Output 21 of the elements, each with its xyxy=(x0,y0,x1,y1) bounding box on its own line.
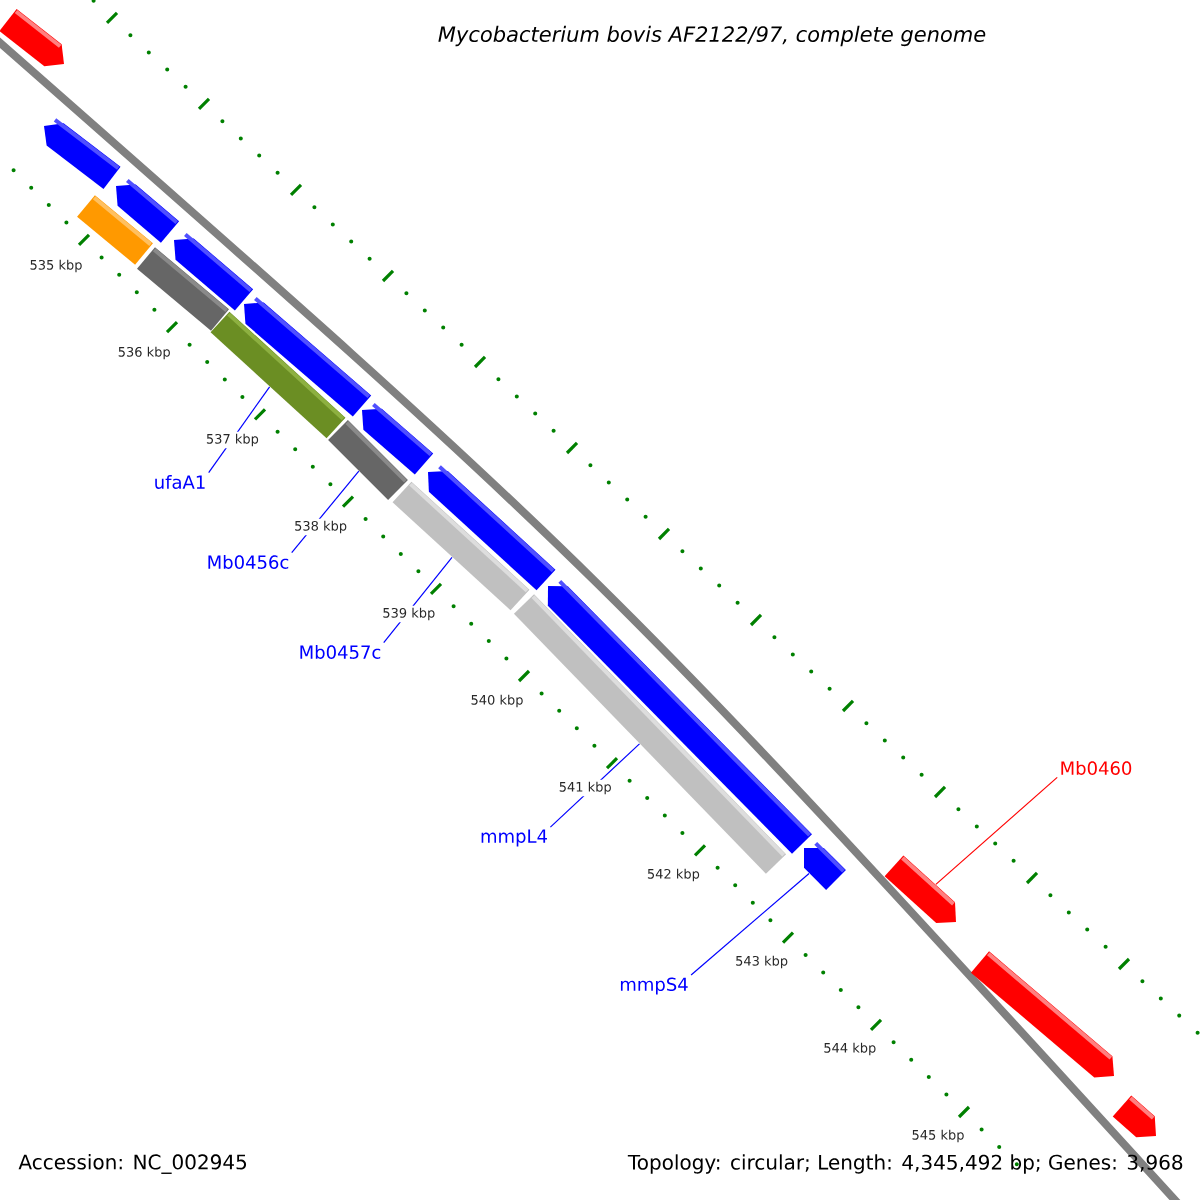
gene-label: ufaA1 xyxy=(155,475,205,489)
gene-block xyxy=(547,580,812,854)
gene-block xyxy=(0,9,64,67)
gene-label: mmpS4 xyxy=(620,977,688,995)
title: Mycobacterium bovis AF2122/97, complete genome xyxy=(438,25,986,47)
gene-block xyxy=(970,951,1114,1078)
leader-line xyxy=(690,872,810,976)
gene-block xyxy=(804,841,846,890)
accession-text: Accession: NC_002945 xyxy=(18,1154,247,1174)
gene-block xyxy=(884,855,956,923)
leader-line xyxy=(935,776,1058,885)
gene-block xyxy=(428,465,556,591)
gene-label: mmpL4 xyxy=(481,829,547,847)
gene-label: Mb0460 xyxy=(1061,761,1132,775)
gene-label: Mb0456c xyxy=(208,555,289,569)
gene-block xyxy=(1112,1095,1156,1138)
gene-block xyxy=(44,118,121,190)
gene-bar xyxy=(137,247,229,331)
gene-block xyxy=(362,403,434,475)
genome-info-text: Topology: circular; Length: 4,345,492 bp; Genes: 3,968 xyxy=(627,1154,1183,1174)
gene-label: Mb0457c xyxy=(300,645,381,659)
